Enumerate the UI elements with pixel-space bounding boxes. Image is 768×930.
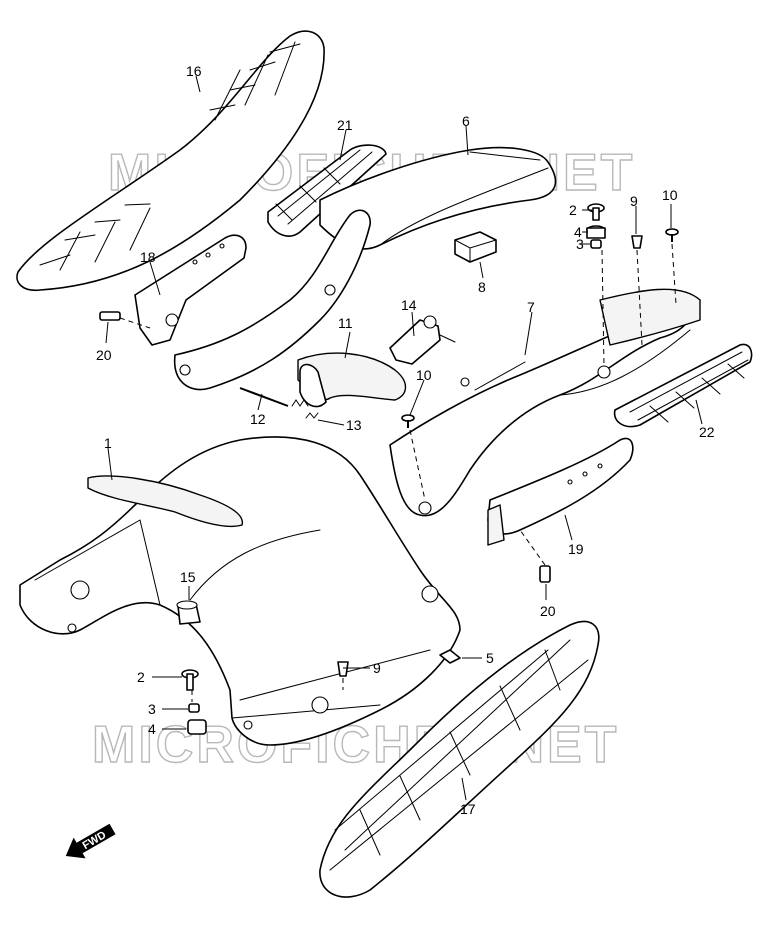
part-6-rear-cowl-upper[interactable] — [319, 146, 557, 250]
part-17-floor-mat-lower[interactable] — [319, 620, 600, 898]
part-7-right-cover[interactable] — [389, 288, 701, 517]
part-16-floor-mat[interactable] — [16, 30, 325, 292]
callout-3-lower: 3 — [148, 701, 156, 717]
part-5-nut-clip[interactable] — [439, 649, 461, 664]
part-22-grille-right[interactable] — [613, 343, 753, 428]
callout-12: 12 — [250, 411, 266, 427]
callout-17: 17 — [460, 801, 476, 817]
callout-8: 8 — [478, 279, 486, 295]
part-10-screw-upper[interactable] — [665, 228, 679, 242]
part-20-bolt-right[interactable] — [539, 565, 551, 583]
callout-11: 11 — [338, 315, 353, 331]
callout-2-upper: 2 — [569, 202, 577, 218]
part-19-bracket[interactable] — [487, 437, 634, 546]
callout-3-upper: 3 — [576, 236, 584, 252]
part-9-clip-lower[interactable] — [337, 661, 349, 677]
part-4-grommet-lower[interactable] — [187, 719, 207, 735]
callout-21: 21 — [337, 117, 353, 133]
part-14-seat-lock[interactable] — [389, 315, 456, 365]
callout-13: 13 — [346, 417, 362, 433]
callout-19: 19 — [568, 541, 584, 557]
callout-10-upper: 10 — [662, 187, 678, 203]
callout-1: 1 — [104, 435, 112, 451]
part-10-screw-middle[interactable] — [401, 414, 415, 428]
part-3-collar-upper[interactable] — [590, 239, 602, 249]
callout-9-upper: 9 — [630, 193, 638, 209]
callout-2-lower: 2 — [137, 669, 145, 685]
callout-9-lower: 9 — [373, 660, 381, 676]
part-2-bolt-upper[interactable] — [587, 203, 605, 221]
callout-10-middle: 10 — [416, 367, 432, 383]
callout-15: 15 — [180, 569, 196, 585]
part-2-bolt-lower[interactable] — [181, 669, 199, 691]
callout-5: 5 — [486, 650, 494, 666]
part-3-collar-lower[interactable] — [188, 703, 200, 713]
part-9-clip-upper[interactable] — [631, 235, 643, 249]
part-4-grommet-upper[interactable] — [586, 225, 606, 239]
callout-14: 14 — [401, 297, 417, 313]
part-20-bolt-left[interactable] — [99, 311, 121, 321]
part-left-frame-cover[interactable] — [173, 209, 371, 391]
fwd-label: FWD — [81, 829, 109, 852]
callout-16: 16 — [186, 63, 202, 79]
callout-18: 18 — [140, 249, 156, 265]
part-18-bracket[interactable] — [134, 234, 247, 346]
part-11-inner-cover[interactable] — [297, 352, 407, 408]
callout-6: 6 — [462, 113, 470, 129]
callout-22: 22 — [699, 424, 715, 440]
part-8-cushion[interactable] — [454, 231, 497, 263]
callout-7: 7 — [527, 299, 535, 315]
callout-4-lower: 4 — [148, 721, 156, 737]
leader-lines — [105, 75, 703, 801]
callout-20-left: 20 — [96, 347, 112, 363]
part-15-rubber-cap[interactable] — [176, 600, 201, 625]
fwd-arrow-icon: FWD — [65, 823, 116, 859]
part-13-spring[interactable] — [291, 399, 319, 419]
callout-4-upper: 4 — [574, 224, 582, 240]
part-1-rear-frame-cover[interactable] — [19, 436, 461, 746]
part-12-rod[interactable] — [239, 387, 289, 407]
callout-20-right: 20 — [540, 603, 556, 619]
